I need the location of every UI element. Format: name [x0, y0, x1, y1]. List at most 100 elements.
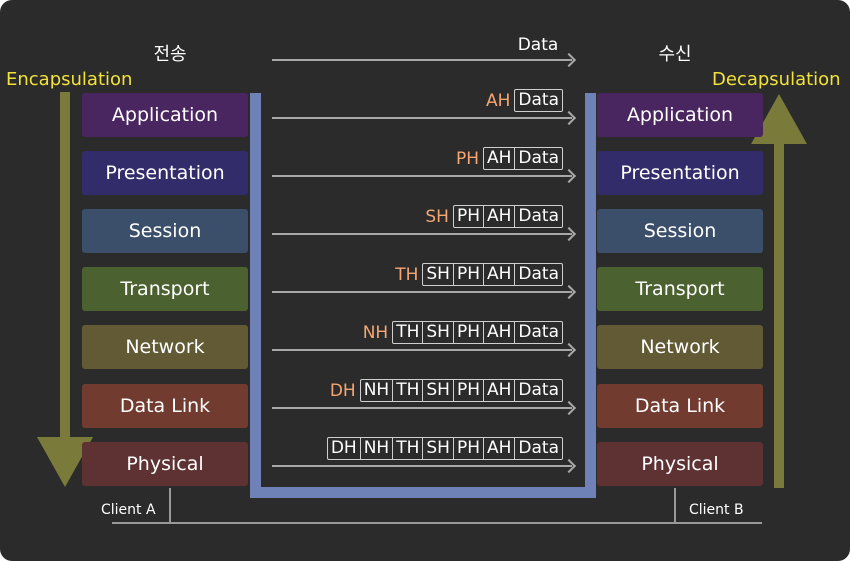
- packet-cell: Data: [514, 264, 562, 285]
- packet-cell: PH: [452, 380, 483, 401]
- layer-application: Application: [82, 93, 248, 137]
- packet-cell: PH: [452, 438, 483, 459]
- flow-arrowhead: [561, 226, 577, 242]
- flow-arrowhead: [561, 400, 577, 416]
- pipe-right-wall: [585, 93, 596, 498]
- packet-cell: AH: [486, 148, 512, 168]
- layer-data-link: Data Link: [597, 384, 763, 428]
- layer-label: Network: [640, 336, 720, 358]
- packet-cell: TH: [392, 380, 422, 401]
- packet-cell: AH: [482, 438, 514, 459]
- added-header-label: DH: [329, 380, 356, 401]
- packet-frame: Data: [514, 89, 563, 112]
- packet-cell: NH: [363, 380, 390, 400]
- added-header-label: TH: [395, 264, 419, 285]
- receiver-title: 수신: [658, 44, 692, 65]
- flow-arrow: [272, 117, 572, 119]
- packet-cell: AH: [482, 206, 514, 227]
- added-header-label: AH: [485, 90, 511, 111]
- client-a-label: Client A: [101, 502, 156, 518]
- layer-session: Session: [82, 209, 248, 253]
- flow-arrow: [272, 233, 572, 235]
- packet-cell: SH: [426, 264, 450, 284]
- layer-label: Data Link: [119, 395, 211, 417]
- layer-label: Physical: [126, 453, 204, 475]
- packet-cell: SH: [422, 380, 453, 401]
- layer-label: Session: [128, 220, 202, 242]
- packet-cell: Data: [514, 206, 562, 227]
- pipe-bottom: [250, 487, 596, 498]
- layer-data-link: Data Link: [82, 384, 248, 428]
- layer-transport: Transport: [82, 267, 248, 311]
- flow-arrowhead: [561, 458, 577, 474]
- layer-label: Session: [643, 220, 717, 242]
- packet-cell: SH: [422, 322, 453, 343]
- decapsulation-up-arrow: [751, 94, 807, 488]
- packet-cell: SH: [422, 438, 453, 459]
- layer-label: Transport: [635, 278, 725, 300]
- layer-application: Application: [597, 93, 763, 137]
- packet-cell: DH: [330, 438, 357, 458]
- flow-arrow: [272, 407, 572, 409]
- packet-cell: AH: [482, 264, 514, 285]
- top-payload-label: Data: [517, 35, 559, 55]
- layer-network: Network: [82, 325, 248, 369]
- packet-cell: AH: [482, 322, 514, 343]
- layer-label: Presentation: [620, 162, 740, 184]
- layer-presentation: Presentation: [82, 151, 248, 195]
- packet-cell: TH: [392, 438, 422, 459]
- wire-client-a: [169, 488, 171, 524]
- pipe-left-wall: [250, 93, 261, 498]
- flow-arrow: [272, 291, 572, 293]
- added-header-label: PH: [455, 148, 479, 169]
- packet-cell: TH: [396, 322, 420, 342]
- packet-cell: PH: [452, 322, 483, 343]
- encapsulation-label: Encapsulation: [6, 69, 133, 90]
- flow-arrowhead: [561, 168, 577, 184]
- layer-transport: Transport: [597, 267, 763, 311]
- flow-arrowhead: [561, 284, 577, 300]
- top-flow-arrow: [272, 59, 572, 61]
- layer-label: Application: [626, 104, 734, 126]
- packet: AH Data: [486, 89, 563, 112]
- packet-cell: Data: [518, 90, 559, 110]
- packet-cell: PH: [456, 206, 480, 226]
- packet-cell: NH: [359, 438, 393, 459]
- sender-title: 전송: [153, 44, 187, 65]
- layer-physical: Physical: [597, 442, 763, 486]
- layer-label: Physical: [641, 453, 719, 475]
- network-wire: [112, 522, 762, 524]
- packet-cell: Data: [514, 380, 562, 401]
- packet-cell: Data: [514, 438, 562, 459]
- layer-session: Session: [597, 209, 763, 253]
- layer-presentation: Presentation: [597, 151, 763, 195]
- layer-label: Data Link: [634, 395, 726, 417]
- flow-arrow: [272, 175, 572, 177]
- layer-label: Network: [125, 336, 205, 358]
- flow-arrowhead: [561, 110, 577, 126]
- flow-arrow: [272, 349, 572, 351]
- flow-arrow: [272, 465, 572, 467]
- added-header-label: SH: [425, 206, 449, 227]
- flow-arrowhead: [561, 342, 577, 358]
- layer-physical: Physical: [82, 442, 248, 486]
- layer-label: Transport: [120, 278, 210, 300]
- layer-label: Presentation: [105, 162, 225, 184]
- packet-cell: AH: [482, 380, 514, 401]
- client-b-label: Client B: [689, 502, 744, 518]
- layer-network: Network: [597, 325, 763, 369]
- added-header-label: NH: [362, 322, 389, 343]
- encapsulation-down-arrow: [37, 92, 93, 487]
